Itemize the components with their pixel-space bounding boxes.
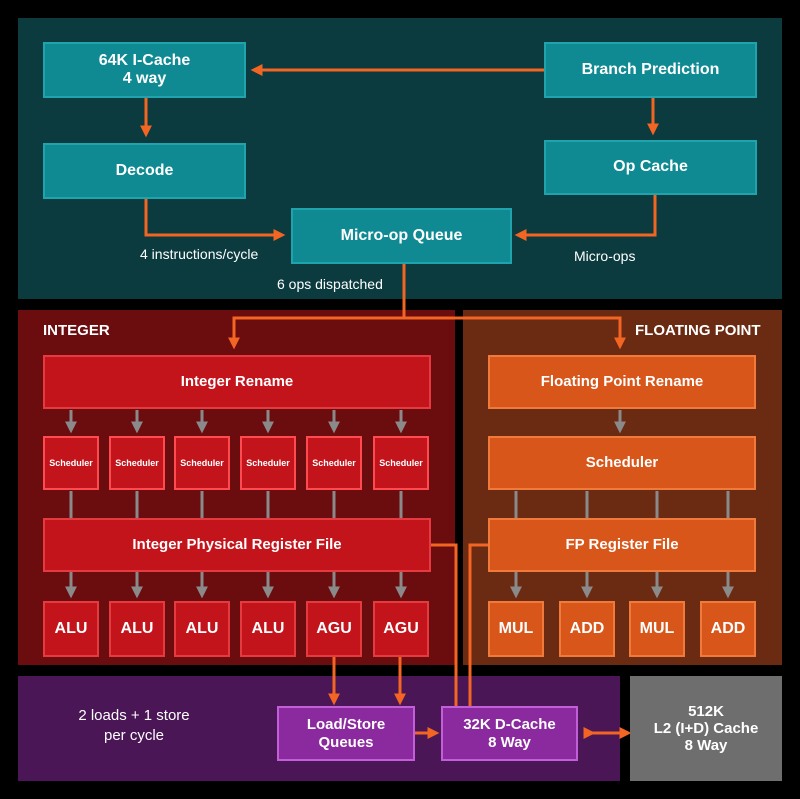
integer-scheduler-1: Scheduler xyxy=(43,436,99,490)
arrow-decode-to-queue xyxy=(144,198,286,241)
l2-cache-box: 512K L2 (I+D) Cache 8 Way xyxy=(630,676,782,781)
fp-unit-add-4: ADD xyxy=(700,601,756,657)
integer-rename-box: Integer Rename xyxy=(43,355,431,409)
arrow-dispatch-integer xyxy=(228,264,406,350)
integer-unit-alu-4: ALU xyxy=(240,601,296,657)
integer-section-title: INTEGER xyxy=(43,322,110,339)
integer-scheduler-4: Scheduler xyxy=(240,436,296,490)
integer-register-file-box: Integer Physical Register File xyxy=(43,518,431,572)
fp-section-title: FLOATING POINT xyxy=(635,322,761,339)
icache-box: 64K I-Cache 4 way xyxy=(43,42,246,98)
fp-register-file-box: FP Register File xyxy=(488,518,756,572)
integer-unit-alu-1: ALU xyxy=(43,601,99,657)
integer-scheduler-2: Scheduler xyxy=(109,436,165,490)
arrow-opcache-to-queue xyxy=(514,194,657,241)
load-store-rate-label: 2 loads + 1 store per cycle xyxy=(78,707,190,744)
fp-unit-add-2: ADD xyxy=(559,601,615,657)
branch-prediction-box: Branch Prediction xyxy=(544,42,757,98)
load-store-queues-box: Load/Store Queues xyxy=(277,706,415,761)
fp-scheduler-box: Scheduler xyxy=(488,436,756,490)
op-cache-box: Op Cache xyxy=(544,140,757,195)
integer-unit-agu-6: AGU xyxy=(373,601,429,657)
integer-scheduler-5: Scheduler xyxy=(306,436,362,490)
dcache-box: 32K D-Cache 8 Way xyxy=(441,706,578,761)
integer-unit-agu-5: AGU xyxy=(306,601,362,657)
decode-box: Decode xyxy=(43,143,246,199)
integer-scheduler-6: Scheduler xyxy=(373,436,429,490)
fp-unit-mul-1: MUL xyxy=(488,601,544,657)
integer-unit-alu-2: ALU xyxy=(109,601,165,657)
wire-int-regfile-to-dcache xyxy=(431,543,458,706)
decode-rate-label: 4 instructions/cycle xyxy=(140,246,259,262)
fp-unit-mul-3: MUL xyxy=(629,601,685,657)
microops-label: Micro-ops xyxy=(574,248,636,264)
dispatch-label: 6 ops dispatched xyxy=(277,276,383,292)
arrow-dispatch-fp xyxy=(404,316,626,350)
integer-unit-alu-3: ALU xyxy=(174,601,230,657)
wire-fp-regfile-to-dcache xyxy=(468,543,488,706)
microop-queue-box: Micro-op Queue xyxy=(291,208,512,264)
fp-rename-box: Floating Point Rename xyxy=(488,355,756,409)
integer-scheduler-3: Scheduler xyxy=(174,436,230,490)
